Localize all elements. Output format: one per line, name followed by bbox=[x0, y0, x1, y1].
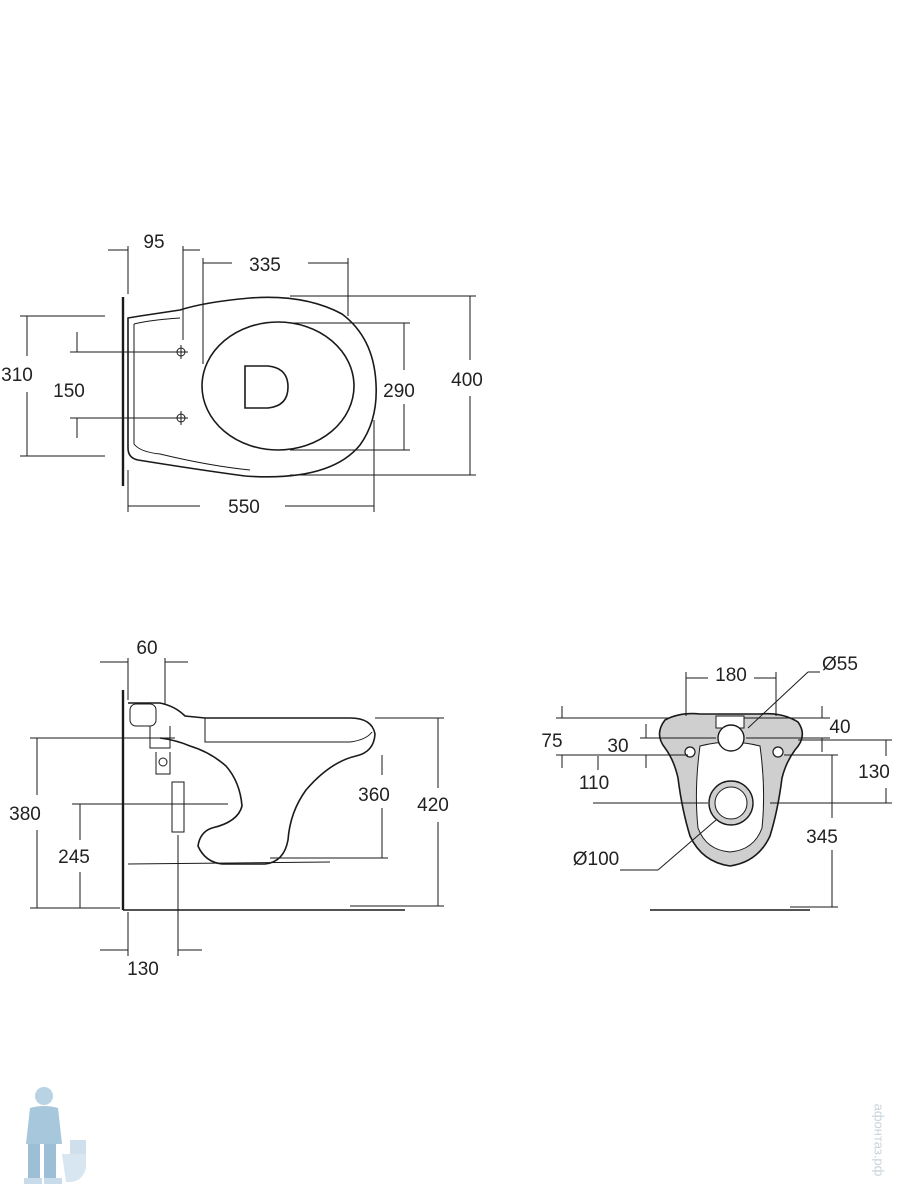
rear-view-fixing-hole-right bbox=[772, 746, 784, 758]
side-view-base-line bbox=[127, 861, 331, 865]
side-view-rim-inner bbox=[204, 718, 373, 743]
dim-d100: Ø100 bbox=[573, 849, 619, 870]
rear-view-outlet-inner bbox=[714, 786, 748, 820]
dim-130: 130 bbox=[858, 762, 890, 783]
watermark-text: афонтаз.рф bbox=[871, 1103, 887, 1177]
dim-550: 550 bbox=[228, 497, 260, 518]
dim-130: 130 bbox=[127, 959, 159, 980]
dim-60: 60 bbox=[136, 638, 157, 659]
rear-view-top-slot bbox=[715, 715, 745, 729]
dim-380: 380 bbox=[9, 804, 41, 825]
dim-310: 310 bbox=[1, 365, 33, 386]
side-view-outlet-pipe bbox=[171, 781, 185, 833]
dim-290: 290 bbox=[383, 381, 415, 402]
top-view-seat-opening bbox=[201, 321, 355, 451]
dim-335: 335 bbox=[249, 255, 281, 276]
side-view-bolt-housing bbox=[155, 752, 171, 775]
top-view-inner-back bbox=[133, 324, 251, 471]
dim-180: 180 bbox=[715, 665, 747, 686]
rear-view: 180 Ø55 75 30 40 130 110 345 Ø100 bbox=[541, 654, 892, 911]
dim-150: 150 bbox=[53, 381, 85, 402]
dim-345: 345 bbox=[806, 827, 838, 848]
plumber-mascot-icon bbox=[10, 1084, 90, 1190]
dim-245: 245 bbox=[58, 847, 90, 868]
fixing-hole-lower bbox=[174, 411, 188, 425]
side-view-bowl-outline bbox=[128, 702, 376, 865]
dim-420: 420 bbox=[417, 795, 449, 816]
dim-30: 30 bbox=[607, 736, 628, 757]
dim-360: 360 bbox=[358, 785, 390, 806]
dim-110: 110 bbox=[579, 773, 609, 794]
top-view: 95 335 310 150 290 400 550 bbox=[1, 232, 483, 518]
top-view-outlet-d-shape bbox=[244, 365, 289, 409]
side-view-fixing-bracket bbox=[129, 703, 157, 727]
dim-40: 40 bbox=[829, 717, 850, 738]
dim-d55: Ø55 bbox=[822, 654, 858, 675]
side-view: 60 380 245 360 420 130 bbox=[9, 638, 449, 980]
dim-75: 75 bbox=[541, 731, 562, 752]
fixing-hole-upper bbox=[174, 345, 188, 359]
top-view-inner-top bbox=[133, 317, 181, 325]
side-view-bracket-leg bbox=[149, 726, 171, 749]
dim-95: 95 bbox=[143, 232, 164, 253]
top-view-bowl-outline bbox=[127, 296, 377, 478]
side-view-bolt bbox=[158, 757, 168, 767]
dim-400: 400 bbox=[451, 370, 483, 391]
rear-view-inlet-d55 bbox=[717, 724, 745, 752]
